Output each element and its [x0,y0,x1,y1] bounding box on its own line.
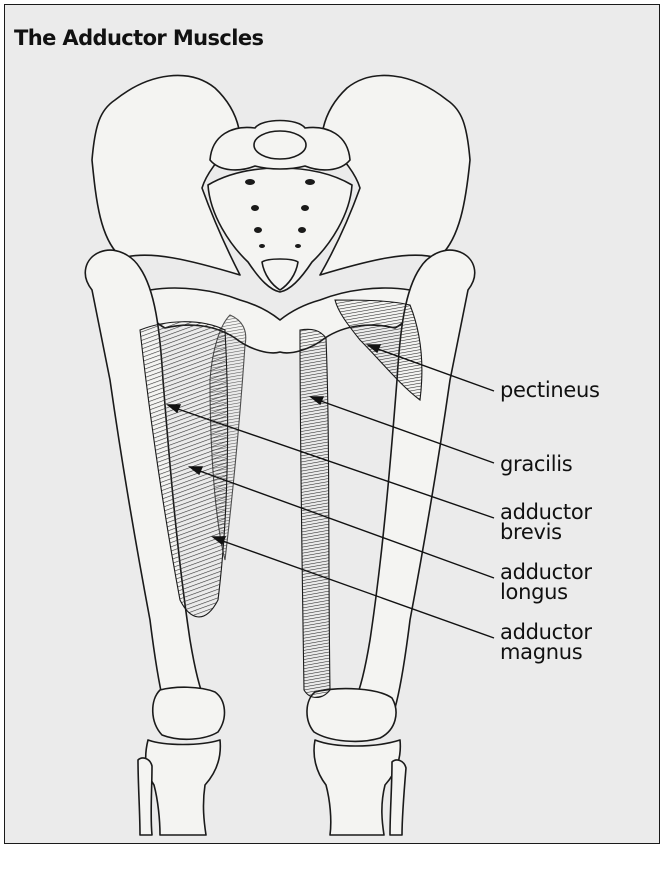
label-gracilis: gracilis [500,454,572,474]
label-line: brevis [500,522,592,542]
label-line: pectineus [500,380,600,400]
label-line: adductor [500,562,592,582]
label-adductor-magnus: adductor magnus [500,622,592,662]
label-line: longus [500,582,592,602]
left-knee [153,687,225,739]
label-line: adductor [500,502,592,522]
label-line: adductor [500,622,592,642]
label-adductor-longus: adductor longus [500,562,592,602]
left-tibia [146,740,221,835]
label-adductor-brevis: adductor brevis [500,502,592,542]
right-fibula [390,760,406,835]
label-pectineus: pectineus [500,380,600,400]
label-line: magnus [500,642,592,662]
left-fibula [138,758,152,835]
figure-title: The Adductor Muscles [14,26,263,50]
left-ilium [92,76,240,276]
right-ilium [320,76,470,276]
right-tibia [314,740,400,835]
label-line: gracilis [500,454,572,474]
